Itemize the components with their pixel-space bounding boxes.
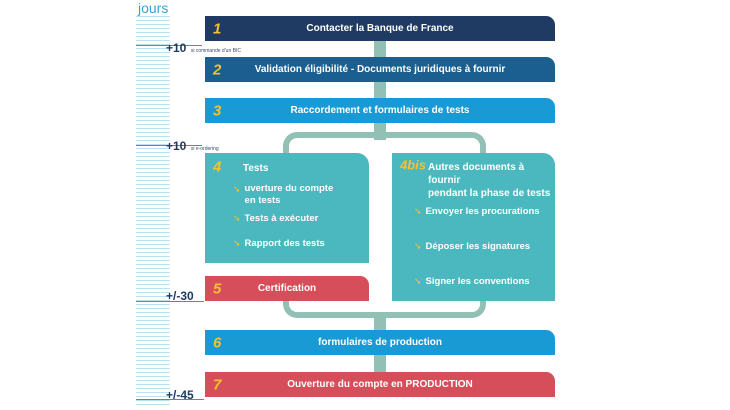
step-number: 5 <box>213 280 222 297</box>
milestone-3: +/-30 <box>166 289 194 303</box>
milestone-2: +10 si e-ordering <box>166 137 219 155</box>
item-label: Tests à exécuter <box>244 213 319 224</box>
step-2-bar: 2 Validation éligibilité - Documents jur… <box>205 57 555 82</box>
milestone-line-1 <box>136 45 202 46</box>
step-7-bar: 7 Ouverture du compte en PRODUCTION <box>205 372 555 397</box>
milestone-line-3 <box>136 301 204 302</box>
step-label: Certification <box>257 283 317 294</box>
timeline-hatch <box>136 16 170 408</box>
milestone-4: +/-45 <box>166 388 194 402</box>
arrow-icon: ➘ <box>233 184 241 194</box>
step-number: 4bis <box>400 157 427 173</box>
item-label: Rapport des tests <box>244 238 325 249</box>
panel-item: ➘uverture du compte en tests <box>233 183 333 207</box>
milestone-value: +10 <box>166 139 187 153</box>
panel-item: ➘Envoyer les procurations <box>414 205 540 218</box>
panel-item: ➘Déposer les signatures <box>414 240 530 253</box>
step-label: formulaires de production <box>318 337 442 348</box>
item-label: Envoyer les procurations <box>425 206 540 217</box>
arrow-icon: ➘ <box>233 238 241 248</box>
axis-unit-label: jours <box>138 0 169 16</box>
arrow-icon: ➘ <box>414 241 422 251</box>
panel-title: Autres documents à fournir pendant la ph… <box>428 162 551 199</box>
step-1-bar: 1 Contacter la Banque de France <box>205 16 555 41</box>
arrow-icon: ➘ <box>414 206 422 216</box>
step-number: 6 <box>213 334 222 351</box>
item-label: Signer les conventions <box>425 276 530 287</box>
arrow-icon: ➘ <box>233 213 241 223</box>
milestone-note: si e-ordering <box>190 146 219 152</box>
step-label: Raccordement et formulaires de tests <box>290 105 470 116</box>
panel-item: ➘Rapport des tests <box>233 237 325 250</box>
step-label: Ouverture du compte en PRODUCTION <box>287 379 473 390</box>
panel-title: Tests <box>243 163 269 174</box>
step-label: Contacter la Banque de France <box>306 23 454 34</box>
panel-item: ➘Tests à exécuter <box>233 212 318 225</box>
connector-split <box>283 132 486 162</box>
step-label: Validation éligibilité - Documents jurid… <box>254 64 506 75</box>
step-number: 4 <box>213 158 222 176</box>
milestone-line-2 <box>136 145 202 146</box>
panel-item: ➘Signer les conventions <box>414 275 530 288</box>
certification-bar: 5 Certification <box>205 276 369 301</box>
milestone-value: +10 <box>166 41 187 55</box>
milestone-note: si commande d'un BIC <box>190 48 241 54</box>
step-6-bar: 6 formulaires de production <box>205 330 555 355</box>
step-number: 7 <box>213 376 222 393</box>
item-label: Déposer les signatures <box>425 241 531 252</box>
step-number: 2 <box>213 61 222 78</box>
milestone-line-4 <box>136 399 204 400</box>
connector-top <box>374 40 386 140</box>
step-number: 1 <box>213 20 222 37</box>
milestone-1: +10 si commande d'un BIC <box>166 39 241 57</box>
step-3-bar: 3 Raccordement et formulaires de tests <box>205 98 555 123</box>
step-number: 3 <box>213 102 222 119</box>
docs-panel: 4bis Autres documents à fournir pendant … <box>392 153 555 301</box>
item-label: uverture du compte en tests <box>244 183 334 206</box>
arrow-icon: ➘ <box>414 276 422 286</box>
tests-panel: 4 Tests ➘uverture du compte en tests ➘Te… <box>205 153 369 263</box>
